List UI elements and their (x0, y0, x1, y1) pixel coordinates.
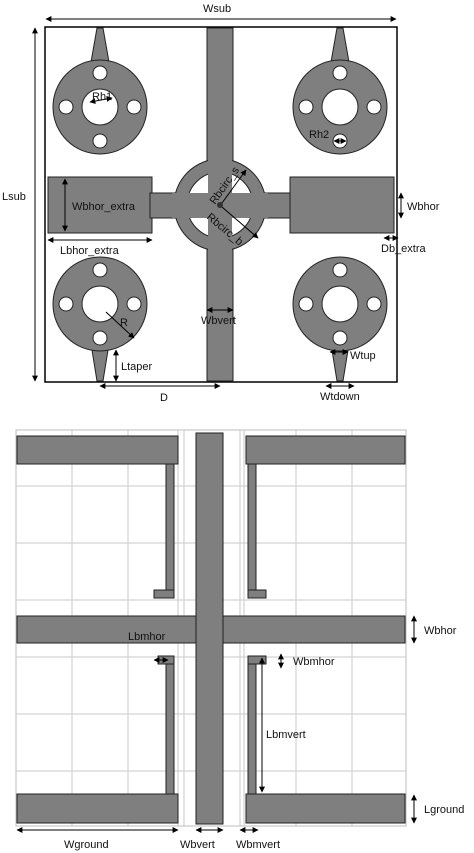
patch-bottom-left (52, 256, 148, 352)
wbvert-label-top: Wbvert (201, 315, 236, 327)
lbmvert-label: Lbmvert (266, 729, 306, 741)
wbmhor-label: Wbmhor (293, 656, 335, 668)
top-view: Wsub Lsub Rh1 Rh2 Rbcirc_s Rbcirc_b Wbho… (2, 3, 440, 404)
rh2-label: Rh2 (309, 129, 329, 141)
r-arrow (105, 311, 135, 339)
d-label: D (160, 392, 168, 404)
ground-top-right (245, 435, 406, 465)
lsub-label: Lsub (2, 191, 26, 203)
wbhor-label-bottom: Wbhor (424, 625, 457, 637)
center-via (217, 202, 223, 208)
db-extra-label: Db_extra (381, 243, 427, 255)
ground-bottom-right (245, 793, 406, 824)
patch-top-left (52, 59, 148, 155)
wbvert-label-bottom: Wbvert (180, 839, 215, 851)
stub-top-left-vertical (165, 463, 175, 599)
lbmhor-label: Lbmhor (128, 631, 166, 643)
stub-top-right-vertical (247, 463, 257, 599)
patch-top-right (292, 59, 388, 155)
ground-top-left (16, 435, 179, 465)
rbcirc-b-arrow (221, 206, 259, 239)
stub-bottom-left-vertical (165, 655, 175, 795)
right-arm-extra (289, 176, 395, 234)
rbcirc-s-arrow (221, 169, 247, 204)
wbhor-extra-label: Wbhor_extra (72, 201, 136, 213)
stub-top-right-horizontal (247, 589, 267, 599)
wground-label: Wground (64, 839, 109, 851)
lbhor-extra-label: Lbhor_extra (60, 245, 120, 257)
wtdown-label: Wtdown (320, 391, 360, 403)
wbmvert-label: Wbmvert (236, 839, 280, 851)
wsub-label: Wsub (203, 3, 231, 15)
stub-bottom-right-horizontal (247, 655, 267, 665)
lground-label: Lground (424, 804, 464, 816)
stub-bottom-right-vertical (247, 655, 257, 795)
patch-bottom-right (292, 256, 388, 352)
ltaper-label: Ltaper (121, 361, 153, 373)
wtup-label: Wtup (350, 350, 376, 362)
r-label: R (120, 317, 128, 329)
rh1-label: Rh1 (92, 91, 112, 103)
ground-bottom-left (16, 793, 179, 824)
bottom-view: Wbhor Lbmhor Wbmhor Lbmvert Lground Wgro… (15, 429, 464, 851)
wbhor-label-top: Wbhor (407, 201, 440, 213)
stub-top-left-horizontal (153, 589, 175, 599)
rh1-arrow (89, 96, 113, 104)
